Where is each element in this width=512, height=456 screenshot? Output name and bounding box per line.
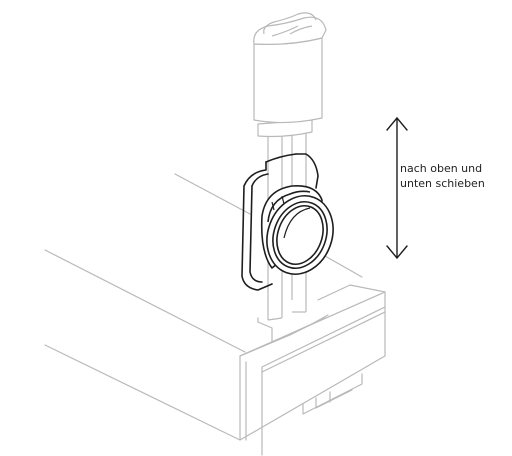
- slider-clip: [241, 153, 319, 291]
- double-headed-vertical-arrow-icon: [386, 117, 408, 259]
- adjustment-knob: [260, 184, 334, 275]
- top-handle: [253, 12, 327, 138]
- box-base: [44, 173, 386, 456]
- instruction-line-1: nach oben und: [400, 162, 483, 175]
- instruction-line-2: unten schieben: [400, 177, 485, 190]
- instruction-caption: nach oben und unten schieben: [400, 161, 512, 191]
